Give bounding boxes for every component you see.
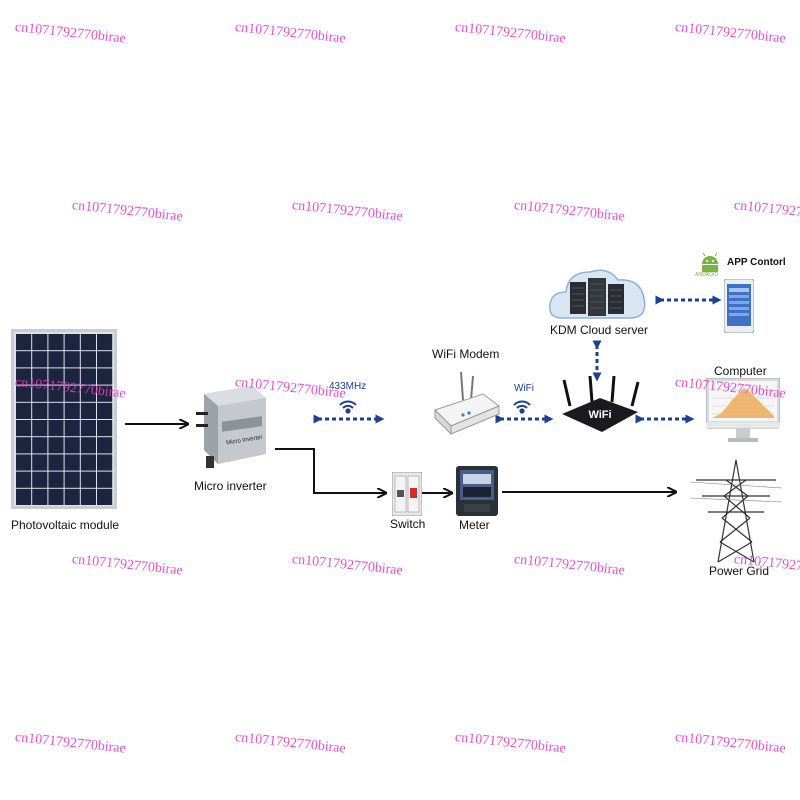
- power-flow-arrows: [125, 424, 676, 493]
- solar-cell: [80, 437, 96, 454]
- solar-cell: [48, 471, 64, 488]
- switch-label: Switch: [390, 517, 426, 531]
- wifi-signal-icon: [339, 400, 357, 414]
- solar-cell: [64, 351, 80, 368]
- router-logo-text: WiFi: [588, 409, 611, 421]
- micro-inverter-icon: Micro Inverter: [196, 386, 266, 468]
- solar-cell: [97, 385, 113, 402]
- solar-cell: [48, 368, 64, 385]
- freq-433-label: 433MHz: [329, 381, 367, 392]
- solar-cell: [64, 385, 80, 402]
- micro-inverter-label: Micro inverter: [194, 479, 267, 493]
- solar-cell: [48, 420, 64, 437]
- solar-cell: [48, 437, 64, 454]
- meter-label: Meter: [459, 518, 490, 532]
- solar-cell: [80, 368, 96, 385]
- solar-cell: [16, 420, 32, 437]
- power-tower-icon: [690, 459, 782, 563]
- solar-cell: [32, 334, 48, 351]
- solar-cell: [16, 368, 32, 385]
- app-control-label: APP Contorl: [727, 257, 786, 268]
- wifi-router-icon: WiFi: [562, 376, 640, 432]
- data-flow-arrows: [313, 295, 722, 424]
- solar-cell: [32, 402, 48, 419]
- pv-module-label: Photovoltaic module: [11, 518, 120, 532]
- solar-cell: [32, 385, 48, 402]
- solar-cell: [80, 454, 96, 471]
- solar-cell: [97, 402, 113, 419]
- solar-cell: [48, 385, 64, 402]
- wifi-modem-label: WiFi Modem: [432, 347, 500, 361]
- solar-cell: [32, 351, 48, 368]
- solar-cell: [32, 420, 48, 437]
- inverter-label-text: Micro Inverter: [226, 435, 263, 447]
- solar-cell: [80, 402, 96, 419]
- solar-panel-icon: [11, 329, 117, 509]
- power-grid-label: Power Grid: [709, 564, 770, 578]
- solar-cell: [64, 402, 80, 419]
- solar-cell: [16, 385, 32, 402]
- solar-cell: [48, 488, 64, 505]
- circuit-breaker-icon: [392, 472, 422, 516]
- solar-cell: [97, 454, 113, 471]
- solar-cell: [97, 368, 113, 385]
- solar-cell: [64, 454, 80, 471]
- solar-cell: [80, 471, 96, 488]
- solar-cell: [80, 385, 96, 402]
- solar-cell: [32, 471, 48, 488]
- solar-cell: [16, 488, 32, 505]
- solar-cell: [97, 471, 113, 488]
- solar-cell: [97, 351, 113, 368]
- solar-cell: [97, 437, 113, 454]
- solar-cell: [64, 488, 80, 505]
- solar-cell: [80, 334, 96, 351]
- solar-cell: [16, 402, 32, 419]
- cloud-server-label: KDM Cloud server: [550, 323, 649, 337]
- solar-cell: [97, 488, 113, 505]
- wifi-modem-icon: [434, 371, 500, 436]
- computer-label: Computer: [714, 364, 767, 378]
- solar-cell: [32, 437, 48, 454]
- solar-cell: [64, 368, 80, 385]
- solar-cell: [16, 437, 32, 454]
- solar-cell: [80, 351, 96, 368]
- wifi-signal-icon: [513, 400, 531, 414]
- smartphone-icon: [724, 279, 754, 333]
- solar-cell: [16, 454, 32, 471]
- solar-cell: [32, 454, 48, 471]
- solar-cell: [64, 334, 80, 351]
- inverter-to-switch-arrow: [275, 448, 386, 493]
- solar-cell: [16, 471, 32, 488]
- solar-cell: [32, 368, 48, 385]
- solar-cell: [97, 420, 113, 437]
- computer-monitor-icon: [706, 378, 780, 442]
- android-icon: [702, 252, 718, 272]
- solar-cell: [48, 334, 64, 351]
- energy-meter-icon: [456, 466, 498, 516]
- solar-cell: [64, 471, 80, 488]
- android-label: ANDROID: [695, 272, 719, 278]
- solar-cell: [64, 420, 80, 437]
- solar-cell: [16, 334, 32, 351]
- solar-cell: [48, 351, 64, 368]
- cloud-server-icon: [549, 269, 646, 319]
- solar-cell: [64, 437, 80, 454]
- solar-cell: [16, 351, 32, 368]
- solar-cell: [97, 334, 113, 351]
- solar-cell: [32, 488, 48, 505]
- solar-cell: [80, 420, 96, 437]
- solar-cell: [48, 454, 64, 471]
- solar-cell: [80, 488, 96, 505]
- solar-cell: [48, 402, 64, 419]
- wifi-link-label: WiFi: [514, 383, 534, 394]
